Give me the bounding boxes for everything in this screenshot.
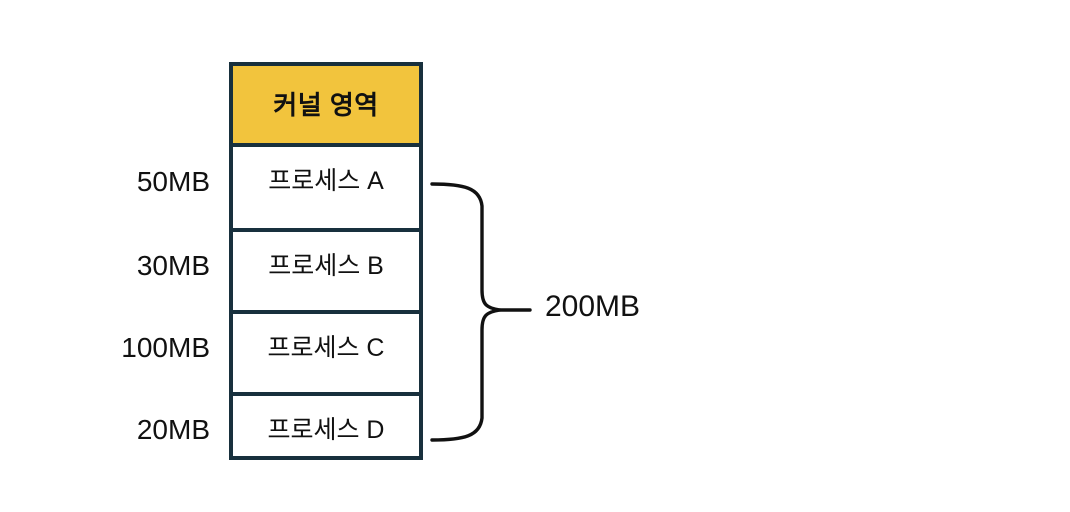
process-block-b-label: 프로세스 B [268,252,384,280]
kernel-area-block: 커널 영역 [233,66,419,147]
total-brace-icon [430,182,532,442]
size-label-process-a: 50MB [136,166,210,197]
size-label-process-c: 100MB [121,332,210,363]
process-block-d: 프로세스 D [233,396,419,460]
kernel-area-label: 커널 영역 [273,89,379,120]
process-block-a: 프로세스 A [233,147,419,232]
process-block-d-label: 프로세스 D [267,416,385,444]
total-memory-label: 200MB [545,290,641,323]
memory-layout-column: 커널 영역 프로세스 A 프로세스 B 프로세스 C 프로세스 D [229,62,423,460]
process-block-b: 프로세스 B [233,232,419,314]
process-block-a-label: 프로세스 A [268,167,384,195]
size-label-column: 50MB 30MB 100MB 20MB [50,0,210,512]
size-label-process-b: 30MB [136,250,210,281]
size-label-process-d: 20MB [136,414,210,445]
process-block-c: 프로세스 C [233,314,419,396]
process-block-c-label: 프로세스 C [267,334,385,362]
